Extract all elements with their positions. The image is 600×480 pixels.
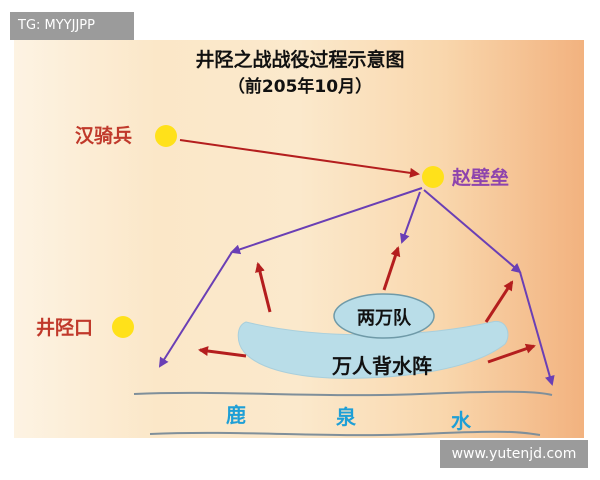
watermark-badge: www.yutenjd.com (440, 440, 588, 468)
zhao-fort-label: 赵壁垒 (451, 166, 509, 189)
arrow-han-to-zhao (179, 139, 420, 178)
tg-tag: TG: MYYJJPP (10, 12, 134, 40)
arrow-formation-right (487, 343, 536, 364)
arrow-left-down (158, 251, 233, 368)
han-cavalry-label: 汉骑兵 (75, 124, 132, 147)
jingxing-pass-label: 井陉口 (36, 317, 93, 339)
arrow-zhao-to-right (423, 189, 522, 274)
river-char-quan: 泉 (335, 405, 357, 429)
jingxing-pass-dot (112, 316, 134, 338)
arrow-formation-up-right (484, 280, 514, 323)
arrow-right-down (519, 271, 555, 386)
arrow-squads-up (382, 246, 401, 291)
two-squads-label: 两万队 (357, 307, 412, 329)
zhao-fort-dot (422, 166, 444, 188)
river-char-lu: 鹿 (226, 403, 246, 427)
river-line-top (133, 390, 553, 397)
arrow-zhao-to-center (400, 191, 421, 244)
two-squads-ellipse (333, 293, 435, 339)
diagram-subtitle: （前205年10月） (228, 76, 372, 97)
main-formation-label: 万人背水阵 (331, 354, 432, 378)
arrow-zhao-to-left (230, 187, 423, 255)
han-cavalry-dot (155, 125, 177, 147)
arrow-formation-left (198, 346, 247, 358)
river-char-shui: 水 (451, 409, 472, 433)
diagram-title: 井陉之战战役过程示意图 (195, 48, 404, 71)
arrow-formation-up-left (255, 262, 272, 313)
river-line-bottom (149, 430, 541, 437)
